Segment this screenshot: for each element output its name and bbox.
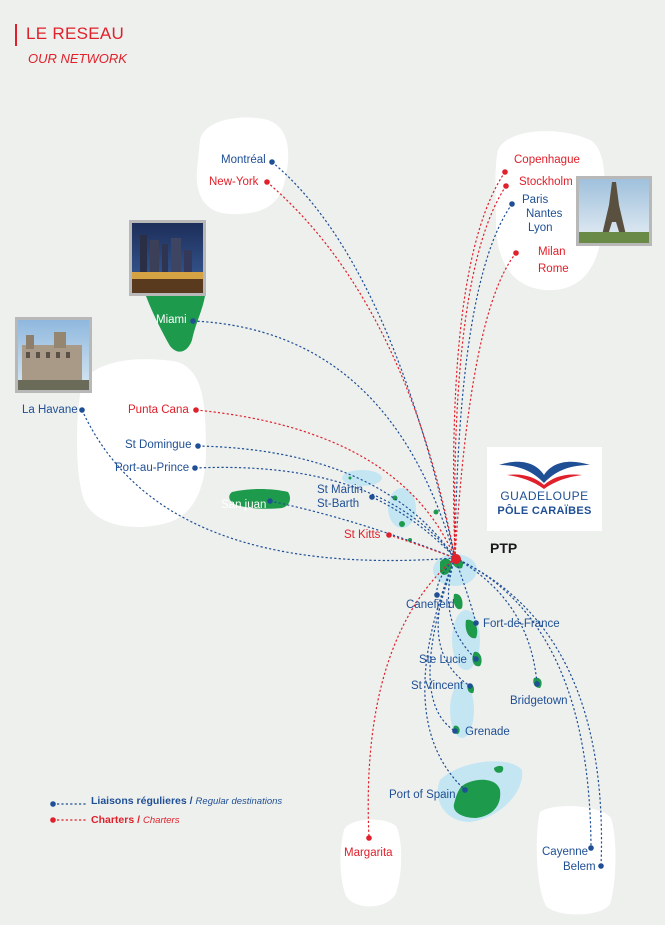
label-stelucie: Ste Lucie [419, 654, 467, 666]
land-masses [146, 296, 542, 818]
photo-paris [576, 176, 652, 246]
photo-havana [15, 317, 92, 393]
label-stdomingue: St Domingue [125, 439, 191, 451]
label-cayenne: Cayenne [542, 846, 588, 858]
label-grenade: Grenade [465, 726, 510, 738]
logo-bird-icon [499, 461, 590, 489]
label-belem: Belem [563, 861, 596, 873]
tobago-land [494, 765, 504, 773]
label-miami: Miami [156, 314, 187, 326]
legend-regular: Liaisons régulieres /Regular destination… [91, 795, 282, 807]
label-bridgetown: Bridgetown [510, 695, 568, 707]
guyane-brazil-blob [536, 806, 616, 915]
label-rome: Rome [538, 263, 569, 275]
greater-antilles-blob [77, 359, 207, 527]
florida-land [146, 296, 205, 352]
sea-areas [342, 470, 523, 822]
margarita-blob [340, 819, 402, 907]
puerto-rico-land [229, 489, 290, 509]
label-portofspain: Port of Spain [389, 789, 455, 801]
label-lahavane: La Havane [22, 404, 78, 416]
label-stockholm: Stockholm [519, 176, 573, 188]
label-montreal: Montréal [221, 154, 266, 166]
label-sanjuan: San juan [221, 499, 266, 511]
label-newyork: New-York [209, 176, 259, 188]
label-paris: Paris [522, 194, 548, 206]
label-stvincent: St Vincent [411, 680, 464, 692]
label-stkitts: St Kitts [344, 529, 381, 541]
label-lyon: Lyon [528, 222, 553, 234]
north-america-blob [196, 117, 289, 215]
dominica-land [453, 593, 463, 610]
region-blobs [77, 117, 616, 915]
europe-blob [495, 131, 605, 291]
photo-miami [129, 220, 206, 296]
charter-routes [195, 171, 517, 839]
city-labels: Montréal New-York Copenhague Stockholm P… [22, 154, 596, 873]
regular-routes [81, 161, 603, 867]
label-stmartin: St Martin [317, 484, 363, 496]
label-copenhague: Copenhague [514, 154, 580, 166]
label-puntacana: Punta Cana [128, 404, 189, 416]
label-fortdefrance: Fort-de-France [483, 618, 560, 630]
label-nantes: Nantes [526, 208, 563, 220]
legend: Liaisons régulieres /Regular destination… [50, 795, 282, 826]
label-canefield: Canefield [406, 599, 455, 611]
label-stbarth: St-Barth [317, 498, 359, 510]
city-dots [79, 159, 604, 869]
ptp-label: PTP [490, 540, 517, 556]
page-title: LE RESEAU [26, 24, 125, 43]
label-milan: Milan [538, 246, 565, 258]
title-accent-bar [15, 24, 17, 46]
label-portauprince: Port-au-Prince [115, 462, 189, 474]
ptp-hub-marker [451, 554, 461, 564]
guadeloupe-pole-caraibes-logo: GUADELOUPE PÔLE CARAÏBES [487, 447, 602, 531]
page-subtitle: OUR NETWORK [28, 51, 127, 66]
legend-charter: Charters /Charters [91, 814, 180, 826]
logo-line2: PÔLE CARAÏBES [497, 505, 592, 517]
logo-line1: GUADELOUPE [500, 489, 589, 503]
label-margarita: Margarita [344, 847, 393, 859]
